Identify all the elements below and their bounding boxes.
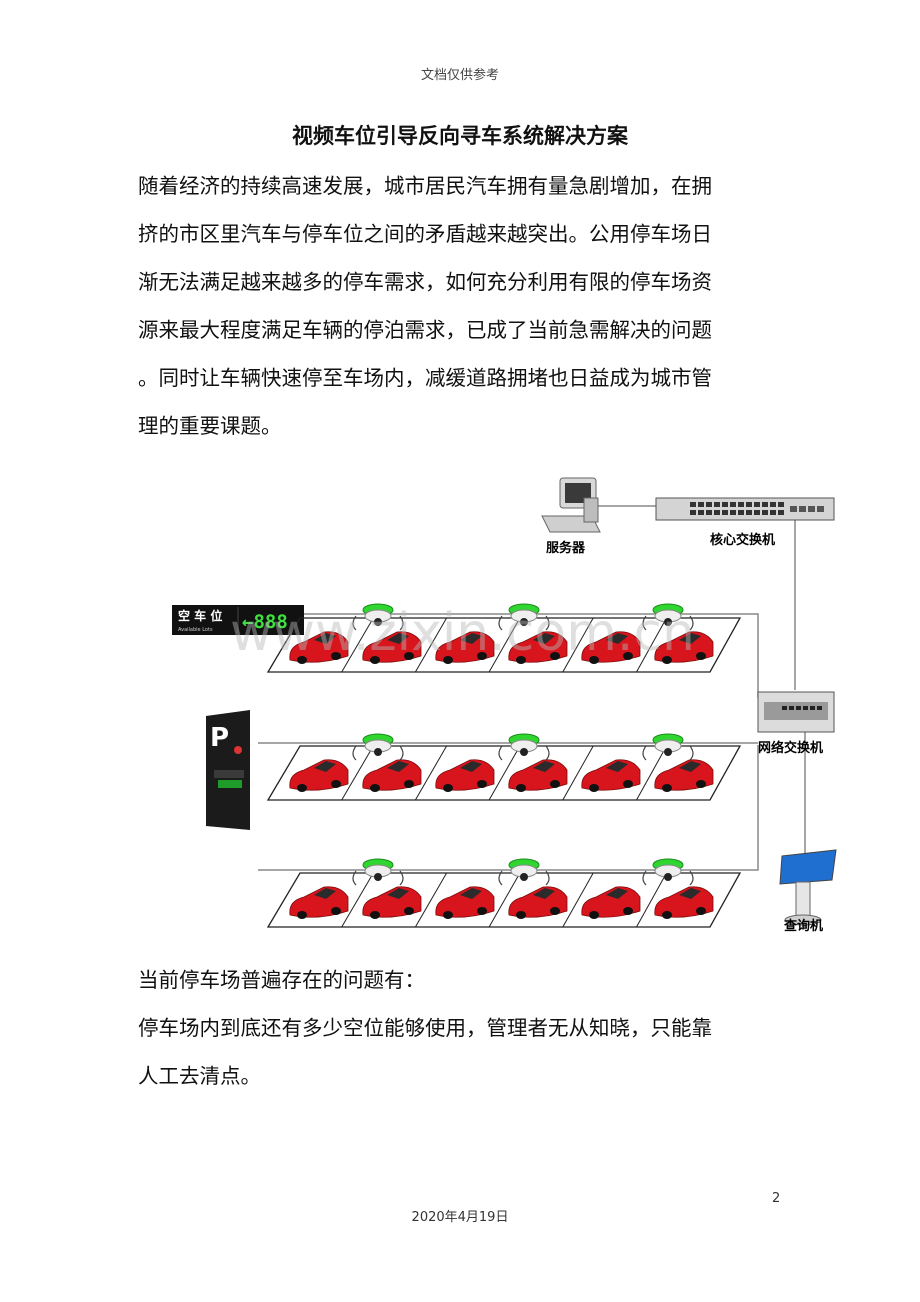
car-icon xyxy=(362,631,422,664)
svg-text:P: P xyxy=(210,723,229,753)
car-icon xyxy=(362,759,422,792)
intro-line: 。同时让车辆快速停至车场内，减缓道路拥堵也日益成为城市管 xyxy=(138,366,712,390)
car-icon xyxy=(289,631,349,664)
parking-row xyxy=(266,858,742,928)
problems-heading: 当前停车场普遍存在的问题有： xyxy=(138,968,425,992)
watermark: www.zixin.com.cn xyxy=(230,603,695,663)
page-header: 文档仅供参考 xyxy=(420,68,499,83)
camera-sensor-icon xyxy=(498,858,550,886)
kiosk-label: 查询机 xyxy=(783,918,823,934)
document-title: 视频车位引导反向寻车系统解决方案 xyxy=(292,124,628,148)
parking-row xyxy=(266,733,742,801)
problem-line: 人工去清点。 xyxy=(138,1064,261,1088)
camera-sensor-icon xyxy=(352,603,404,631)
sign-count: ←888 xyxy=(242,611,288,633)
camera-sensor-icon xyxy=(498,603,550,631)
kiosk-icon xyxy=(779,849,837,926)
intro-line: 源来最大程度满足车辆的停泊需求，已成了当前急需解决的问题 xyxy=(138,318,712,342)
car-icon xyxy=(362,886,422,919)
server-label: 服务器 xyxy=(546,540,586,556)
car-icon xyxy=(581,631,641,664)
network-switch-label: 网络交换机 xyxy=(758,740,823,756)
intro-line: 理的重要课题。 xyxy=(138,414,282,438)
car-icon xyxy=(654,886,714,919)
car-icon xyxy=(508,759,568,792)
page-number: 2 xyxy=(772,1191,781,1206)
car-icon xyxy=(654,631,714,664)
camera-sensor-icon xyxy=(352,858,404,886)
car-icon xyxy=(289,886,349,919)
network-switch-icon xyxy=(757,691,835,733)
camera-sensor-icon xyxy=(498,733,550,761)
car-icon xyxy=(435,759,495,792)
car-icon xyxy=(435,631,495,664)
intro-paragraph: 随着经济的持续高速发展，城市居民汽车拥有量急剧增加，在拥 挤的市区里汽车与停车位… xyxy=(138,162,778,450)
car-icon xyxy=(581,886,641,919)
parking-guidance-diagram: 空 车 位 Available Lots ←888 P 服务器 核心交换机 网络… xyxy=(172,477,837,934)
intro-line: 随着经济的持续高速发展，城市居民汽车拥有量急剧增加，在拥 xyxy=(138,174,712,198)
parking-totem-sign: P xyxy=(206,710,250,830)
intro-line: 挤的市区里汽车与停车位之间的矛盾越来越突出。公用停车场日 xyxy=(138,222,712,246)
camera-sensor-icon xyxy=(642,733,694,761)
camera-sensor-icon xyxy=(642,603,694,631)
intro-line: 渐无法满足越来越多的停车需求，如何充分利用有限的停车场资 xyxy=(138,270,712,294)
car-icon xyxy=(508,631,568,664)
camera-sensor-icon xyxy=(642,858,694,886)
server-icon xyxy=(541,477,601,533)
footer-date: 2020年4月19日 xyxy=(411,1210,509,1225)
car-icon xyxy=(508,886,568,919)
problems-section: 当前停车场普遍存在的问题有： 停车场内到底还有多少空位能够使用，管理者无从知晓，… xyxy=(138,956,778,1100)
sign-subtext: Available Lots xyxy=(178,627,213,633)
available-lots-sign: 空 车 位 Available Lots ←888 xyxy=(172,605,304,635)
camera-sensor-icon xyxy=(352,733,404,761)
core-switch-label: 核心交换机 xyxy=(710,532,775,548)
core-switch-icon xyxy=(655,497,835,521)
car-icon xyxy=(289,759,349,792)
problem-line: 停车场内到底还有多少空位能够使用，管理者无从知晓，只能靠 xyxy=(138,1016,712,1040)
parking-row xyxy=(266,603,742,673)
car-icon xyxy=(581,759,641,792)
car-icon xyxy=(435,886,495,919)
sign-text: 空 车 位 xyxy=(178,608,222,623)
car-icon xyxy=(654,759,714,792)
network-lines xyxy=(258,505,806,871)
